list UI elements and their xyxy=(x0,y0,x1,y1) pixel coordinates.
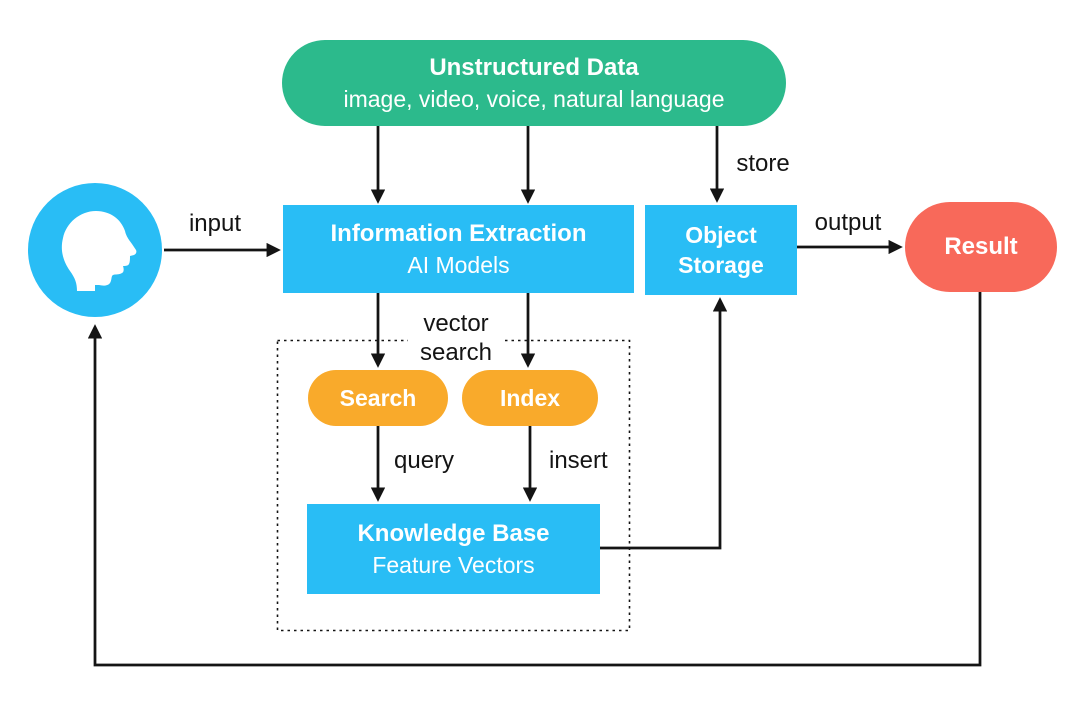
edge-label-output: output xyxy=(814,209,882,236)
node-index: Index xyxy=(462,370,598,426)
unstructured-data-title: Unstructured Data xyxy=(429,53,639,81)
node-object-storage: Object Storage xyxy=(645,205,797,295)
information-extraction-title: Information Extraction xyxy=(330,219,587,247)
node-unstructured-data: Unstructured Data image, video, voice, n… xyxy=(282,40,786,126)
node-knowledge-base: Knowledge Base Feature Vectors xyxy=(307,504,600,594)
search-title: Search xyxy=(339,385,417,411)
arrow-knowledge-base-to-storage xyxy=(600,297,728,550)
edge-label-vector-search: vector search xyxy=(408,309,504,367)
information-extraction-subtitle: AI Models xyxy=(407,251,510,278)
node-user xyxy=(28,183,162,317)
edge-label-insert: insert xyxy=(549,447,608,474)
index-title: Index xyxy=(499,385,561,411)
node-search: Search xyxy=(308,370,448,426)
object-storage-title: Object Storage xyxy=(678,222,764,278)
unstructured-data-subtitle: image, video, voice, natural language xyxy=(343,85,725,112)
knowledge-base-title: Knowledge Base xyxy=(357,519,550,547)
edge-label-store: store xyxy=(736,150,790,177)
result-title: Result xyxy=(944,233,1018,260)
node-result: Result xyxy=(905,202,1057,292)
edge-label-input: input xyxy=(188,210,242,237)
arrow-result-feedback-to-user xyxy=(87,292,982,667)
edge-label-query: query xyxy=(394,447,455,474)
person-head-profile-icon xyxy=(28,183,162,317)
knowledge-base-subtitle: Feature Vectors xyxy=(372,551,535,578)
node-information-extraction: Information Extraction AI Models xyxy=(283,205,634,293)
